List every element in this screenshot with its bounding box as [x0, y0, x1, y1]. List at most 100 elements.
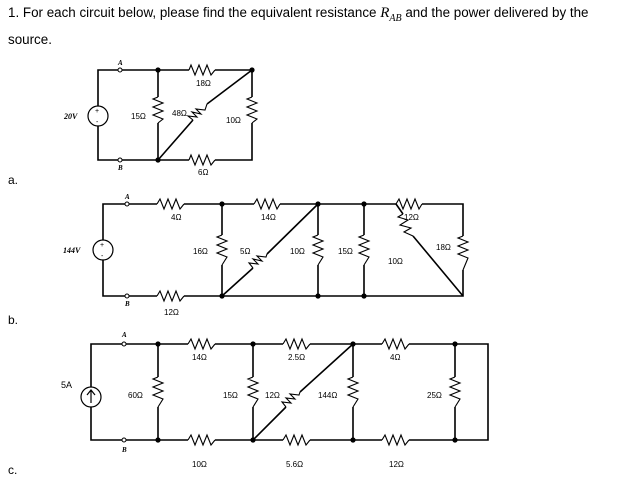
resistor-label: 6Ω [198, 168, 208, 177]
resistor-icon [247, 253, 268, 269]
resistor-icon [282, 433, 311, 447]
problem-number: 1. [8, 5, 20, 20]
voltage-source-icon: + - [92, 239, 114, 261]
resistor-icon [396, 213, 414, 237]
source-voltage-label: 144V [63, 246, 81, 255]
junction-dot [250, 341, 256, 347]
part-a-label: a. [8, 173, 19, 187]
resistor-label: 12Ω [265, 391, 280, 400]
junction-dot [155, 157, 161, 163]
node-b-label: B [124, 300, 130, 308]
resistor-icon [187, 337, 216, 351]
resistor-icon [456, 235, 470, 271]
resistor-label: 15Ω [338, 247, 353, 256]
node-b-terminal [124, 293, 130, 299]
voltage-source-icon: + - [87, 105, 109, 127]
svg-text:+: + [100, 242, 104, 249]
resistor-icon [280, 391, 301, 408]
node-b-label: B [121, 446, 127, 454]
part-c-label: c. [8, 463, 18, 477]
junction-dot [249, 67, 255, 73]
resistor-icon [215, 234, 229, 266]
junction-dot [219, 201, 225, 207]
svg-text:-: - [96, 119, 99, 126]
junction-dot [361, 201, 367, 207]
node-a-terminal [117, 67, 123, 73]
source-current-label: 5A [61, 380, 72, 390]
wire [102, 260, 464, 297]
resistor-label: 4Ω [390, 353, 400, 362]
wire [395, 203, 464, 297]
wire [90, 343, 489, 441]
resistor-icon [381, 433, 410, 447]
node-a-label: A [117, 59, 123, 67]
resistor-icon [395, 197, 423, 211]
resistor-icon [156, 197, 185, 211]
resistance-symbol: RAB [380, 5, 402, 24]
resistor-label: 14Ω [261, 213, 276, 222]
junction-dot [361, 293, 367, 299]
junction-dot [350, 341, 356, 347]
resistor-icon [151, 96, 165, 124]
node-a-terminal [124, 201, 130, 207]
resistor-label: 5.6Ω [286, 460, 303, 469]
resistor-icon [186, 103, 208, 121]
resistor-icon [381, 337, 410, 351]
junction-dot [315, 293, 321, 299]
problem-statement: 1. For each circuit below, please find t… [8, 2, 623, 50]
current-source-icon [80, 386, 102, 408]
resistor-label: 12Ω [164, 308, 179, 317]
wire [102, 203, 464, 240]
source-voltage-label: 20V [63, 112, 78, 121]
part-b-label: b. [8, 313, 19, 327]
wire [252, 343, 354, 441]
problem-text-after: and the power delivered by the source. [8, 5, 589, 47]
resistor-label: 25Ω [427, 391, 442, 400]
resistor-label: 16Ω [193, 247, 208, 256]
resistor-icon [156, 289, 185, 303]
resistor-icon [187, 433, 216, 447]
junction-dot [452, 437, 458, 443]
junction-dot [350, 437, 356, 443]
resistor-label: 10Ω [290, 247, 305, 256]
resistor-label: 2.5Ω [288, 353, 305, 362]
junction-dot [155, 341, 161, 347]
svg-text:+: + [95, 108, 99, 115]
node-b-label: B [117, 164, 123, 172]
resistor-label: 18Ω [196, 79, 211, 88]
resistor-icon [188, 63, 216, 77]
resistor-icon [357, 234, 371, 266]
resistor-icon [151, 376, 165, 408]
junction-dot [452, 341, 458, 347]
resistor-icon [311, 234, 325, 266]
resistor-label: 60Ω [128, 391, 143, 400]
resistor-icon [253, 197, 281, 211]
junction-dot [155, 67, 161, 73]
resistor-label: 10Ω [192, 460, 207, 469]
node-a-label: A [124, 193, 130, 201]
resistor-label: 18Ω [436, 243, 451, 252]
svg-text:-: - [101, 253, 104, 260]
junction-dot [219, 293, 225, 299]
junction-dot [155, 437, 161, 443]
resistor-icon [282, 337, 311, 351]
resistor-label: 5Ω [240, 247, 250, 256]
resistor-label: 15Ω [131, 112, 146, 121]
resistor-label: 12Ω [389, 460, 404, 469]
junction-dot [315, 201, 321, 207]
resistor-icon [448, 376, 462, 408]
node-a-terminal [121, 341, 127, 347]
circuit-a: + - 20V A B 18Ω 15Ω 48Ω 10Ω 6Ω [63, 59, 259, 177]
resistor-label: 144Ω [318, 391, 337, 400]
resistor-label: 15Ω [223, 391, 238, 400]
resistor-label: 12Ω [404, 213, 419, 222]
resistor-icon [188, 153, 216, 167]
resistor-label: 10Ω [388, 257, 403, 266]
resistor-label: 14Ω [192, 353, 207, 362]
resistor-label: 10Ω [226, 116, 241, 125]
circuit-c: 5A A B 14Ω 2.5Ω 4Ω 60Ω 15Ω 12Ω 144Ω 25Ω [61, 331, 489, 469]
wire [90, 407, 455, 441]
circuit-b: + - 144V A B 4Ω 14Ω 12Ω 16Ω 5Ω 10Ω 15Ω 1 [63, 193, 470, 317]
wire [221, 203, 319, 297]
